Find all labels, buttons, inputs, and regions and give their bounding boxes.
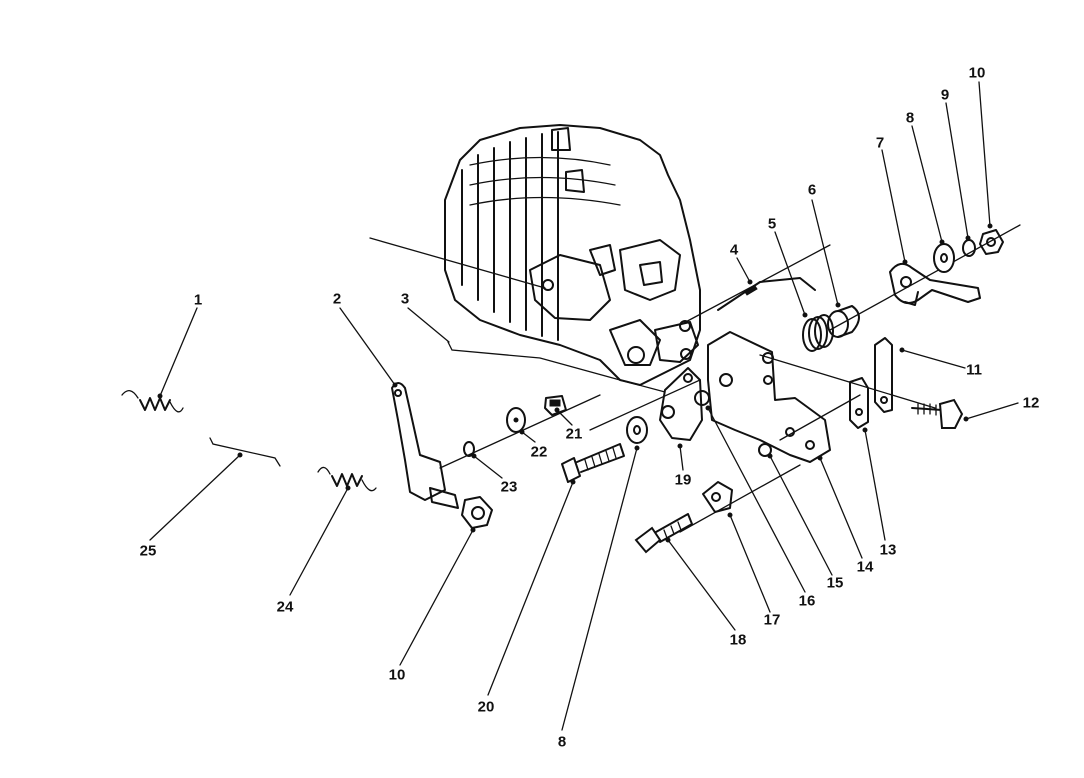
callout-6: 6 (807, 181, 817, 199)
part-6-bushing (827, 305, 860, 338)
part-7-lever (889, 262, 981, 306)
callout-4: 4 (729, 241, 739, 259)
callout-21: 21 (565, 425, 583, 443)
callout-22: 22 (530, 443, 548, 461)
part-10-nut-left (461, 496, 493, 529)
engine-block (444, 124, 701, 386)
part-18-bolt (634, 513, 693, 554)
callout-17: 17 (763, 611, 781, 629)
part-12-bolt (911, 398, 964, 429)
part-19-bracket (659, 367, 703, 441)
part-20-bolt (561, 443, 625, 483)
callout-5: 5 (767, 215, 777, 233)
callout-15: 15 (826, 574, 844, 592)
part-1-spring (121, 390, 184, 413)
callout-10-upper: 10 (968, 64, 986, 82)
callout-9: 9 (940, 86, 950, 104)
part-8-washer-lower (626, 416, 648, 444)
callout-18: 18 (729, 631, 747, 649)
callout-25: 25 (139, 542, 157, 560)
callout-14: 14 (856, 558, 874, 576)
callout-8-upper: 8 (905, 109, 915, 127)
callout-24: 24 (276, 598, 294, 616)
part-13-bracket (849, 377, 869, 429)
callout-10-lower: 10 (388, 666, 406, 684)
part-2-lever (391, 382, 459, 509)
part-15-screw (758, 443, 772, 457)
callout-3: 3 (400, 290, 410, 308)
callout-8-lower: 8 (557, 733, 567, 751)
part-22-washer (506, 407, 526, 433)
callout-2: 2 (332, 290, 342, 308)
callout-23: 23 (500, 478, 518, 496)
part-4-rod (717, 277, 816, 311)
callout-13: 13 (879, 541, 897, 559)
part-5-spring (802, 314, 834, 352)
callout-1: 1 (193, 291, 203, 309)
part-8-washer-upper (933, 243, 955, 273)
callout-16: 16 (798, 592, 816, 610)
callout-leaders (149, 81, 1019, 731)
part-10-nut-upper (979, 229, 1004, 255)
callout-12: 12 (1022, 394, 1040, 412)
callout-11: 11 (966, 361, 982, 379)
assembly-lines (369, 224, 1021, 533)
callout-19: 19 (674, 471, 692, 489)
part-25-rod (209, 437, 281, 467)
part-23-washer (463, 441, 475, 457)
callout-7: 7 (875, 134, 885, 152)
part-21-nut (544, 395, 567, 416)
part-17-clip (702, 481, 733, 513)
part-11-bracket (874, 337, 893, 413)
callout-20: 20 (477, 698, 495, 716)
